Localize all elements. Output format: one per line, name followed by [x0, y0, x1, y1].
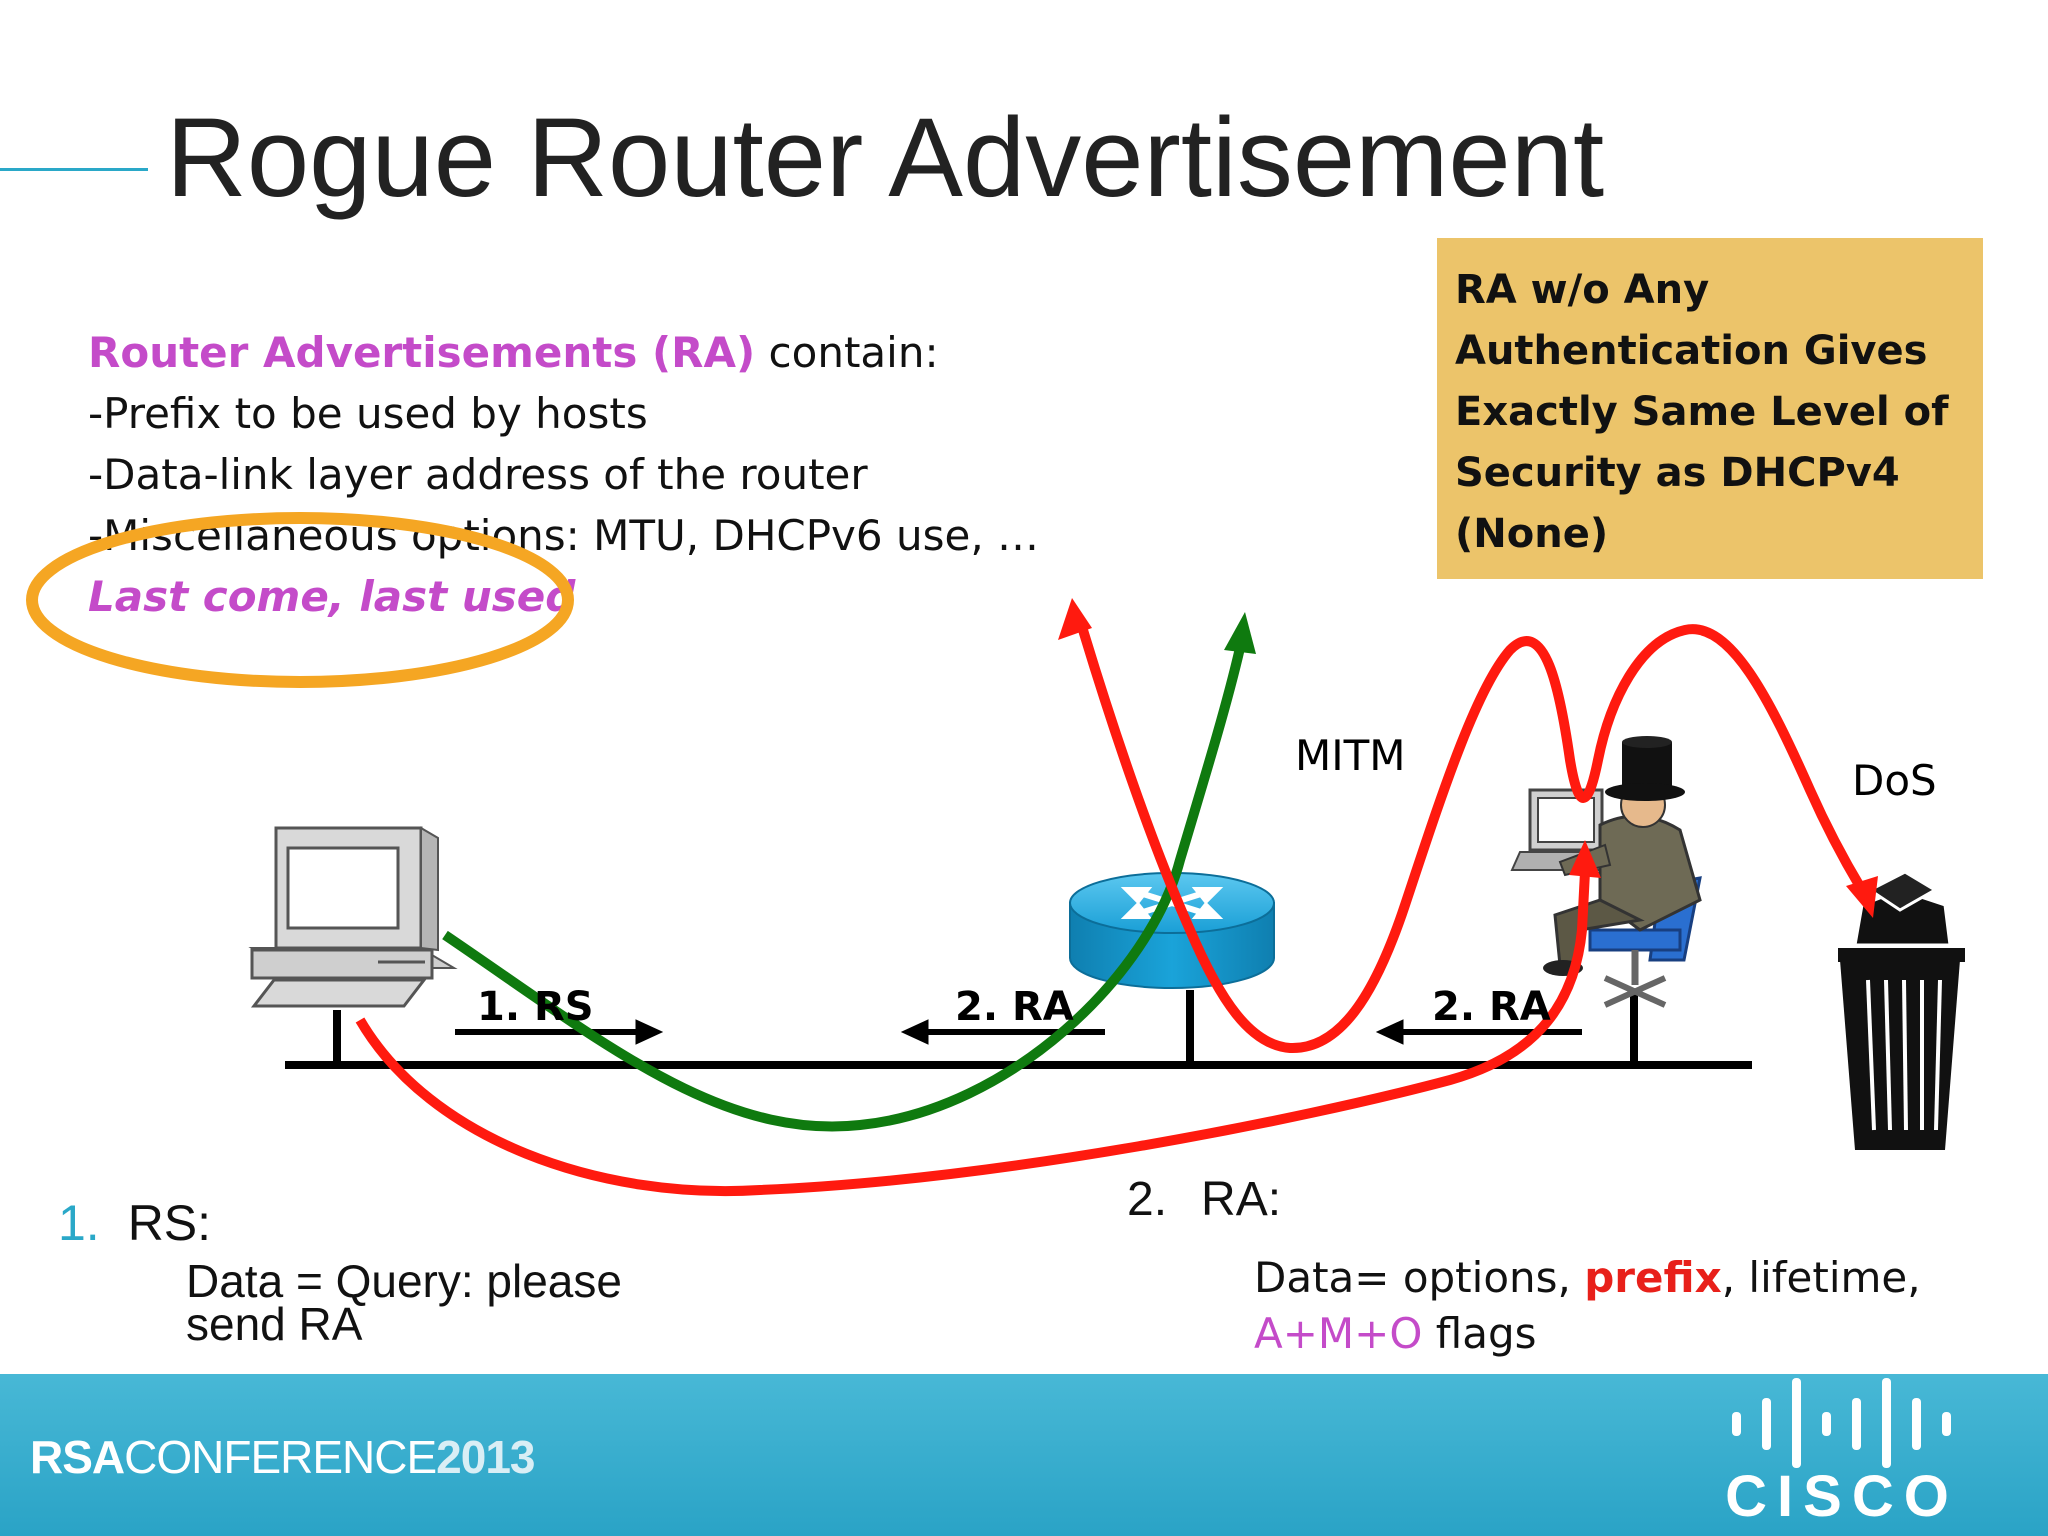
intro-bullet: -Data-link layer address of the router: [88, 450, 868, 499]
legitimate-path: [442, 612, 1256, 1132]
rs-heading-label: RS:: [127, 1195, 212, 1251]
cisco-bars-icon: [1732, 1378, 1951, 1468]
authentication-callout: RA w/o Any Authentication Gives Exactly …: [1437, 238, 1983, 579]
ra-prefix-word: prefix: [1584, 1253, 1722, 1302]
callout-line: Exactly Same Level of: [1455, 389, 1949, 435]
cisco-wordmark: CISCO: [1725, 1464, 1959, 1526]
callout-line: (None): [1455, 511, 1609, 557]
ra-detail-line-2: A+M+O flags: [1254, 1306, 1954, 1362]
rogue-path: [355, 598, 1878, 1196]
footer-bar: [0, 1374, 2048, 1536]
ra-flags: A+M+O: [1254, 1309, 1423, 1358]
ra-router-label: 2. RA: [955, 984, 1074, 1030]
ra-detail-after: , lifetime,: [1721, 1253, 1921, 1302]
title-rule: [0, 168, 148, 171]
rs-number: 1.: [58, 1195, 100, 1251]
mitm-label: MITM: [1295, 731, 1406, 780]
rs-heading: 1. RS:: [58, 1194, 211, 1252]
ra-detail: Data= options, prefix, lifetime, A+M+O f…: [1254, 1250, 1954, 1362]
pc-icon: [248, 826, 458, 1008]
intro-heading-rest: contain:: [755, 328, 939, 377]
attacker-icon: [1510, 736, 1702, 1008]
rs-label: 1. RS: [477, 984, 594, 1030]
callout-line: Authentication Gives: [1455, 328, 1928, 374]
dos-label: DoS: [1852, 756, 1937, 805]
ra-heading-label: RA:: [1201, 1173, 1282, 1226]
ra-attacker-label: 2. RA: [1432, 984, 1551, 1030]
rs-detail: Data = Query: please send RA: [186, 1255, 622, 1350]
highlight-oval: [26, 512, 574, 688]
slide-title: Rogue Router Advertisement: [166, 95, 1605, 220]
rsa-conference-word: CONFERENCE: [124, 1431, 437, 1483]
rsa-conference-logo: RSACONFERENCE2013: [30, 1430, 536, 1484]
callout-line: RA w/o Any: [1455, 267, 1710, 313]
callout-line: Security as DHCPv4: [1455, 450, 1900, 496]
rsa-brand: RSA: [30, 1431, 125, 1483]
direction-arrows: [455, 1019, 1582, 1045]
rsa-year: 2013: [436, 1431, 535, 1483]
ra-number: 2.: [1127, 1173, 1168, 1226]
intro-text: Router Advertisements (RA) contain: -Pre…: [88, 322, 1039, 627]
ra-detail-prefix: Data= options,: [1254, 1253, 1585, 1302]
ra-detail-line-1: Data= options, prefix, lifetime,: [1254, 1250, 1954, 1306]
ra-highlight: Router Advertisements (RA): [88, 328, 756, 377]
ra-flags-rest: flags: [1422, 1309, 1537, 1358]
ra-heading: 2. RA:: [1127, 1172, 1281, 1227]
cisco-logo: CISCO: [1725, 1378, 1959, 1526]
intro-heading: Router Advertisements (RA) contain:: [88, 322, 1039, 383]
intro-bullet: -Prefix to be used by hosts: [88, 389, 648, 438]
last-come-last-used: Last come, last used: [88, 572, 576, 621]
trash-can-icon: [1838, 870, 1965, 1150]
